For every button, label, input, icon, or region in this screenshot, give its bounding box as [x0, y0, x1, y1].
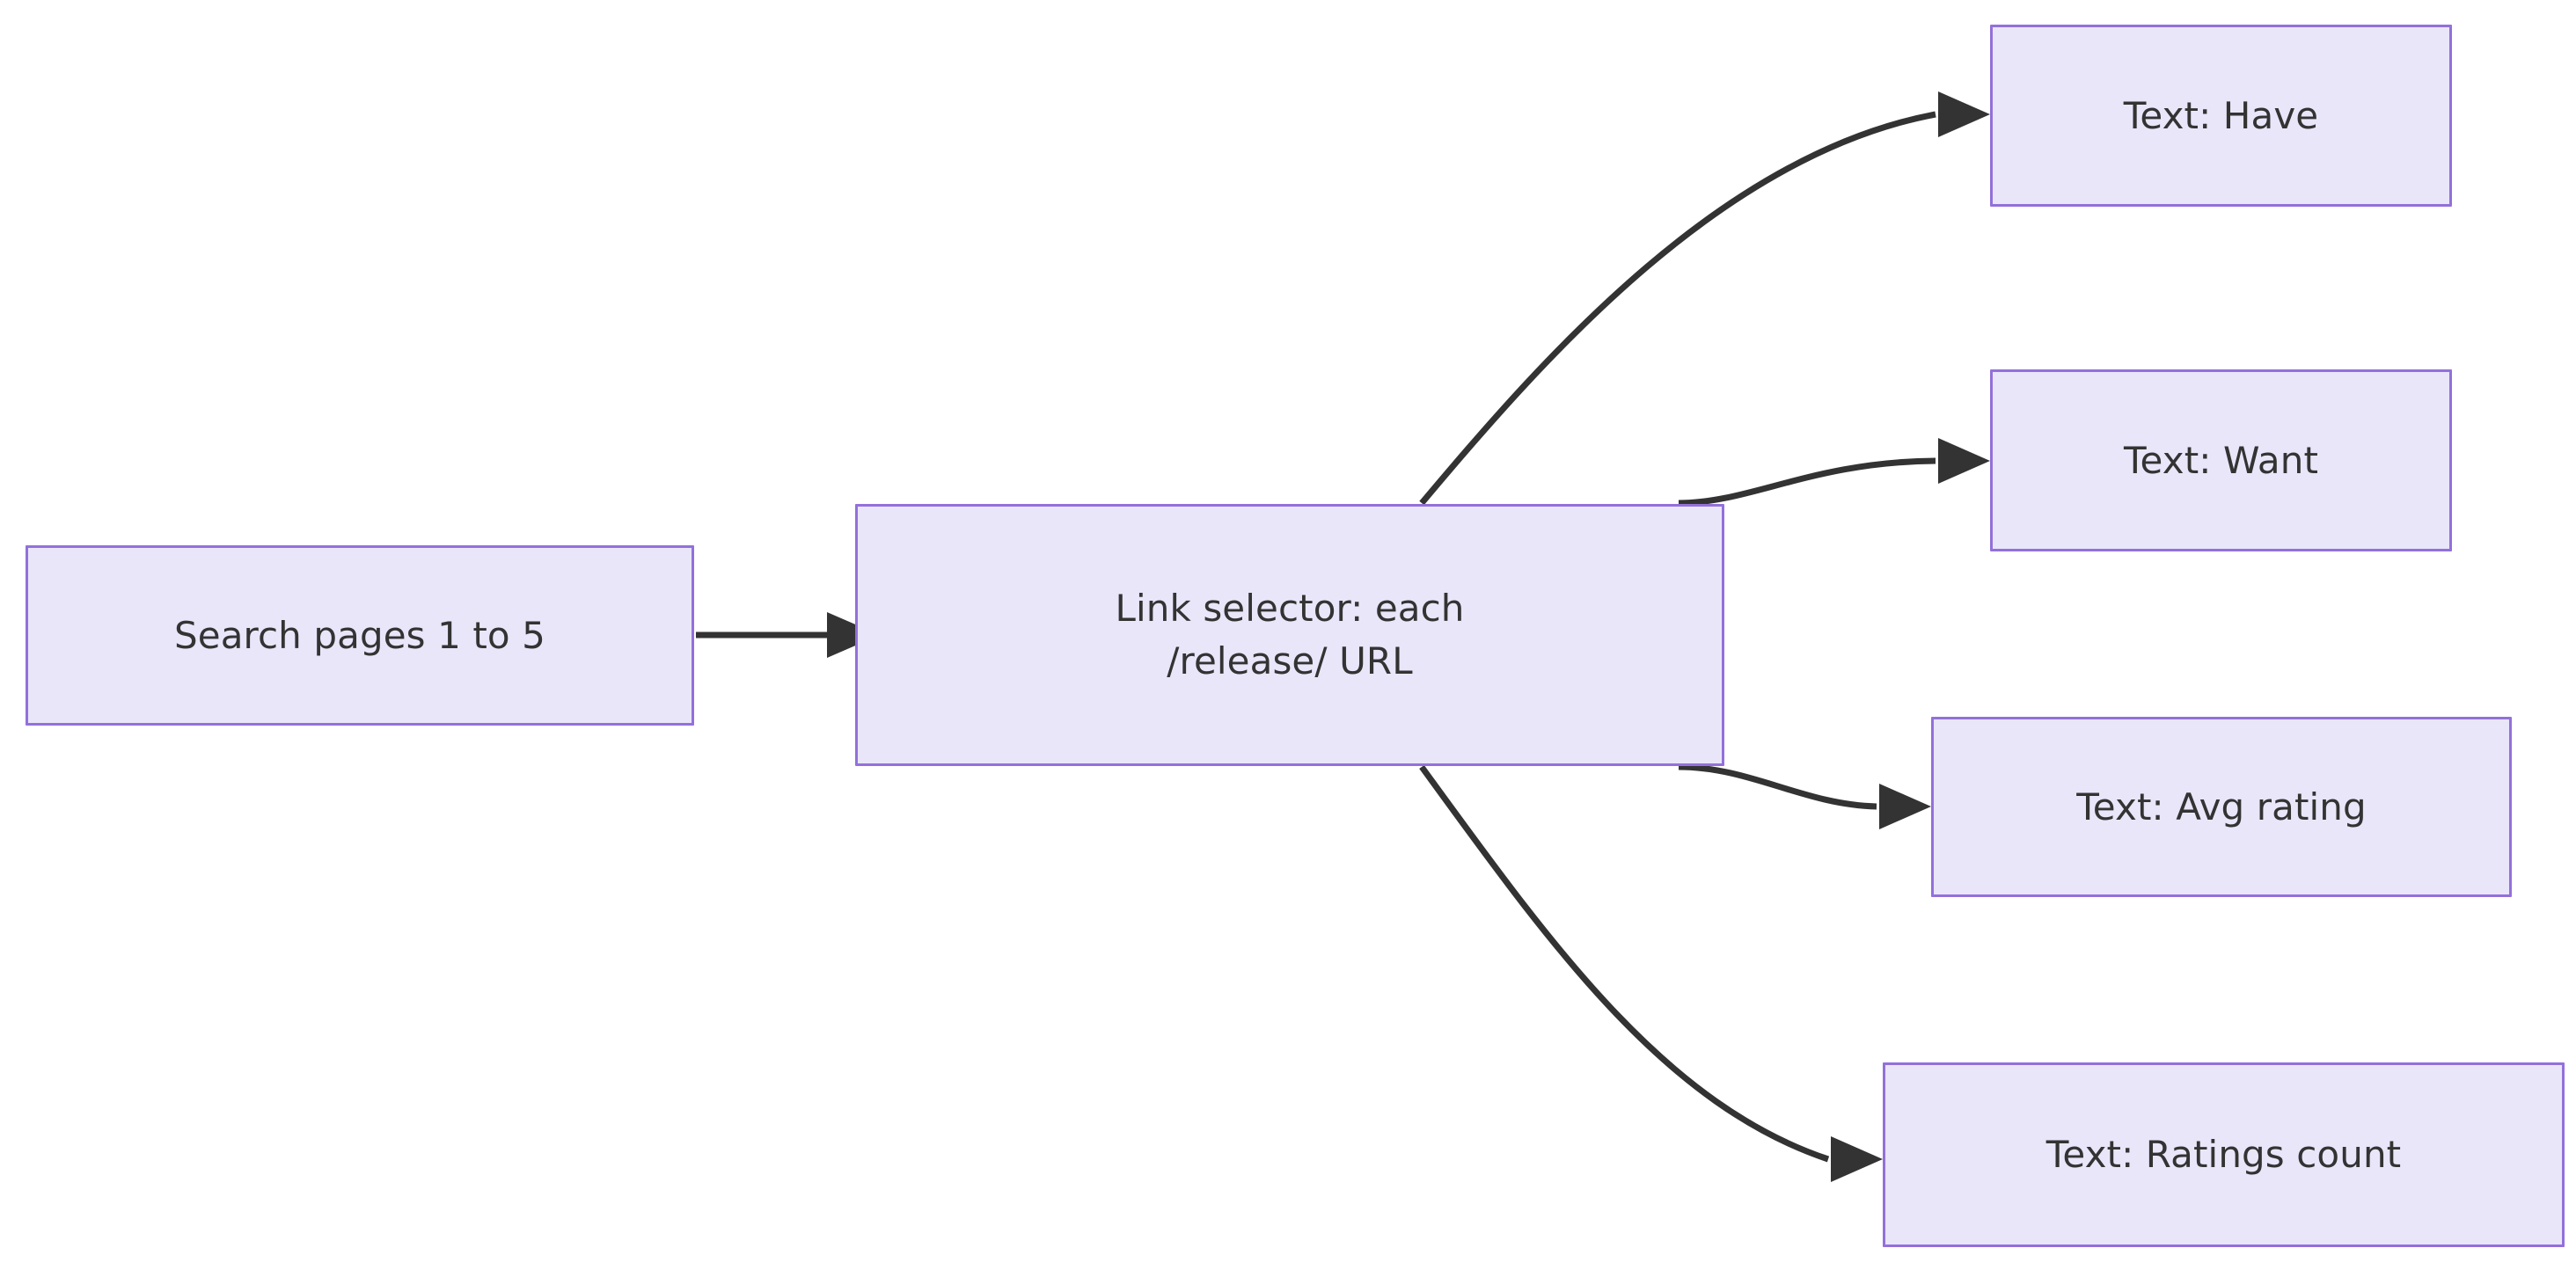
arrowhead-icon: [1879, 784, 1931, 829]
edge-search-to-linkselector: [696, 612, 880, 658]
node-text-have-label: Text: Have: [2123, 93, 2319, 137]
arrowhead-icon: [1831, 1136, 1883, 1182]
node-search-pages[interactable]: Search pages 1 to 5: [26, 545, 694, 726]
node-text-want[interactable]: Text: Want: [1990, 369, 2452, 551]
node-text-have[interactable]: Text: Have: [1990, 25, 2452, 207]
arrowhead-icon: [1938, 438, 1990, 484]
node-text-want-label: Text: Want: [2123, 438, 2319, 482]
edge-linkselector-to-want: [1678, 438, 1990, 507]
node-text-ratings-count[interactable]: Text: Ratings count: [1883, 1062, 2565, 1247]
node-search-pages-label: Search pages 1 to 5: [174, 613, 545, 657]
node-text-ratings-count-label: Text: Ratings count: [2045, 1133, 2402, 1177]
arrowhead-icon: [1938, 91, 1990, 137]
node-link-selector[interactable]: Link selector: each /release/ URL: [855, 504, 1724, 766]
edge-linkselector-to-avgrating: [1678, 763, 1931, 829]
node-text-avg-rating-label: Text: Avg rating: [2076, 785, 2367, 828]
edge-linkselector-to-have: [1419, 91, 1990, 506]
edge-linkselector-to-ratingscount: [1419, 764, 1883, 1182]
node-text-avg-rating[interactable]: Text: Avg rating: [1931, 717, 2512, 897]
node-link-selector-label: Link selector: each /release/ URL: [1115, 587, 1465, 682]
